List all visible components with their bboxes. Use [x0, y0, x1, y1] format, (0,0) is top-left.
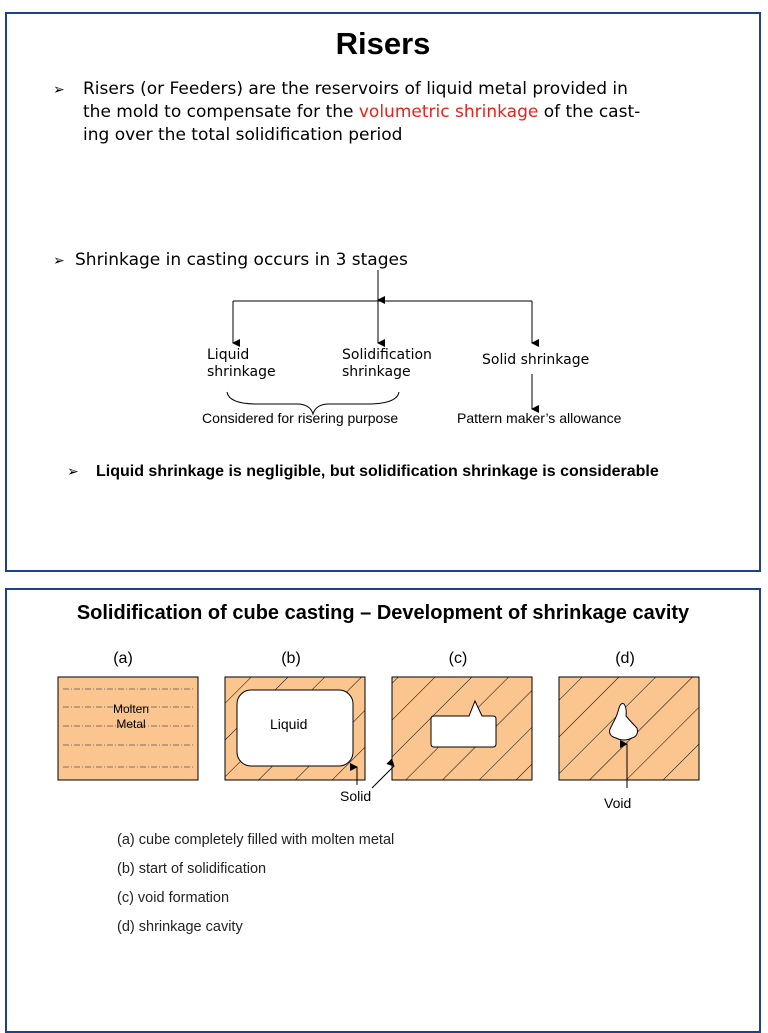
liquid-shrinkage-label: Liquid shrinkage	[207, 347, 276, 381]
bullet-text: of the cast-	[538, 102, 641, 122]
bullet-line: ing over the total solidification period	[83, 125, 403, 145]
label-line: Liquid	[207, 347, 250, 363]
panel-label-b: (b)	[281, 650, 301, 667]
considered-label: Considered for risering purpose	[202, 410, 399, 426]
panel-label-d: (d)	[615, 650, 635, 667]
void-label: Void	[604, 795, 632, 811]
slide-cube-casting: Solidification of cube casting – Develop…	[5, 588, 761, 1033]
panel-label-c: (c)	[448, 650, 468, 667]
curly-brace	[226, 391, 400, 416]
molten-metal-label: Molten Metal	[111, 702, 151, 732]
slide-risers: Risers ➢ Risers (or Feeders) are the res…	[5, 12, 761, 572]
bullet-risers-definition: Risers (or Feeders) are the reservoirs o…	[83, 78, 763, 147]
solid-pointer-arrow	[371, 758, 395, 789]
bullet-line: Risers (or Feeders) are the reservoirs o…	[83, 79, 628, 99]
slide-title: Solidification of cube casting – Develop…	[76, 602, 690, 624]
bullet-line: the mold to compensate for the volumetri…	[83, 101, 763, 124]
panel-b-solidification	[224, 676, 366, 781]
pattern-allowance-label: Pattern maker’s allowance	[457, 410, 622, 426]
caption-a: (a) cube completely filled with molten m…	[117, 832, 395, 848]
bullet-shrinkage-stages: Shrinkage in casting occurs in 3 stages	[75, 250, 408, 270]
bullet-text: the mold to compensate for the	[83, 102, 359, 122]
label-line: Molten	[112, 702, 150, 716]
caption-d: (d) shrinkage cavity	[117, 919, 243, 935]
panel-c-void-formation	[391, 676, 533, 781]
caption-c: (c) void formation	[117, 890, 230, 906]
cube-casting-diagram	[57, 676, 700, 789]
solid-label: Solid	[340, 788, 372, 804]
label-line: shrinkage	[342, 364, 411, 380]
bullet-arrow-icon: ➢	[53, 82, 65, 98]
highlight-text: volumetric shrinkage	[358, 102, 539, 122]
label-line: Solidification	[342, 347, 432, 363]
caption-b: (b) start of solidification	[117, 861, 267, 877]
slide-title: Risers	[335, 26, 431, 61]
label-line: shrinkage	[207, 364, 276, 380]
bullet-arrow-icon: ➢	[67, 464, 79, 480]
liquid-label: Liquid	[270, 716, 308, 732]
panel-a-molten	[57, 676, 199, 781]
panel-label-a: (a)	[113, 650, 133, 667]
bullet-arrow-icon: ➢	[53, 253, 65, 269]
panel-d-shrinkage-cavity	[558, 676, 700, 781]
solidification-shrinkage-label: Solidification shrinkage	[342, 347, 432, 381]
shrinkage-tree-diagram	[226, 270, 539, 416]
label-line: Metal	[116, 717, 146, 731]
solid-shrinkage-label: Solid shrinkage	[482, 352, 590, 368]
bullet-liquid-negligible: Liquid shrinkage is negligible, but soli…	[96, 463, 659, 480]
